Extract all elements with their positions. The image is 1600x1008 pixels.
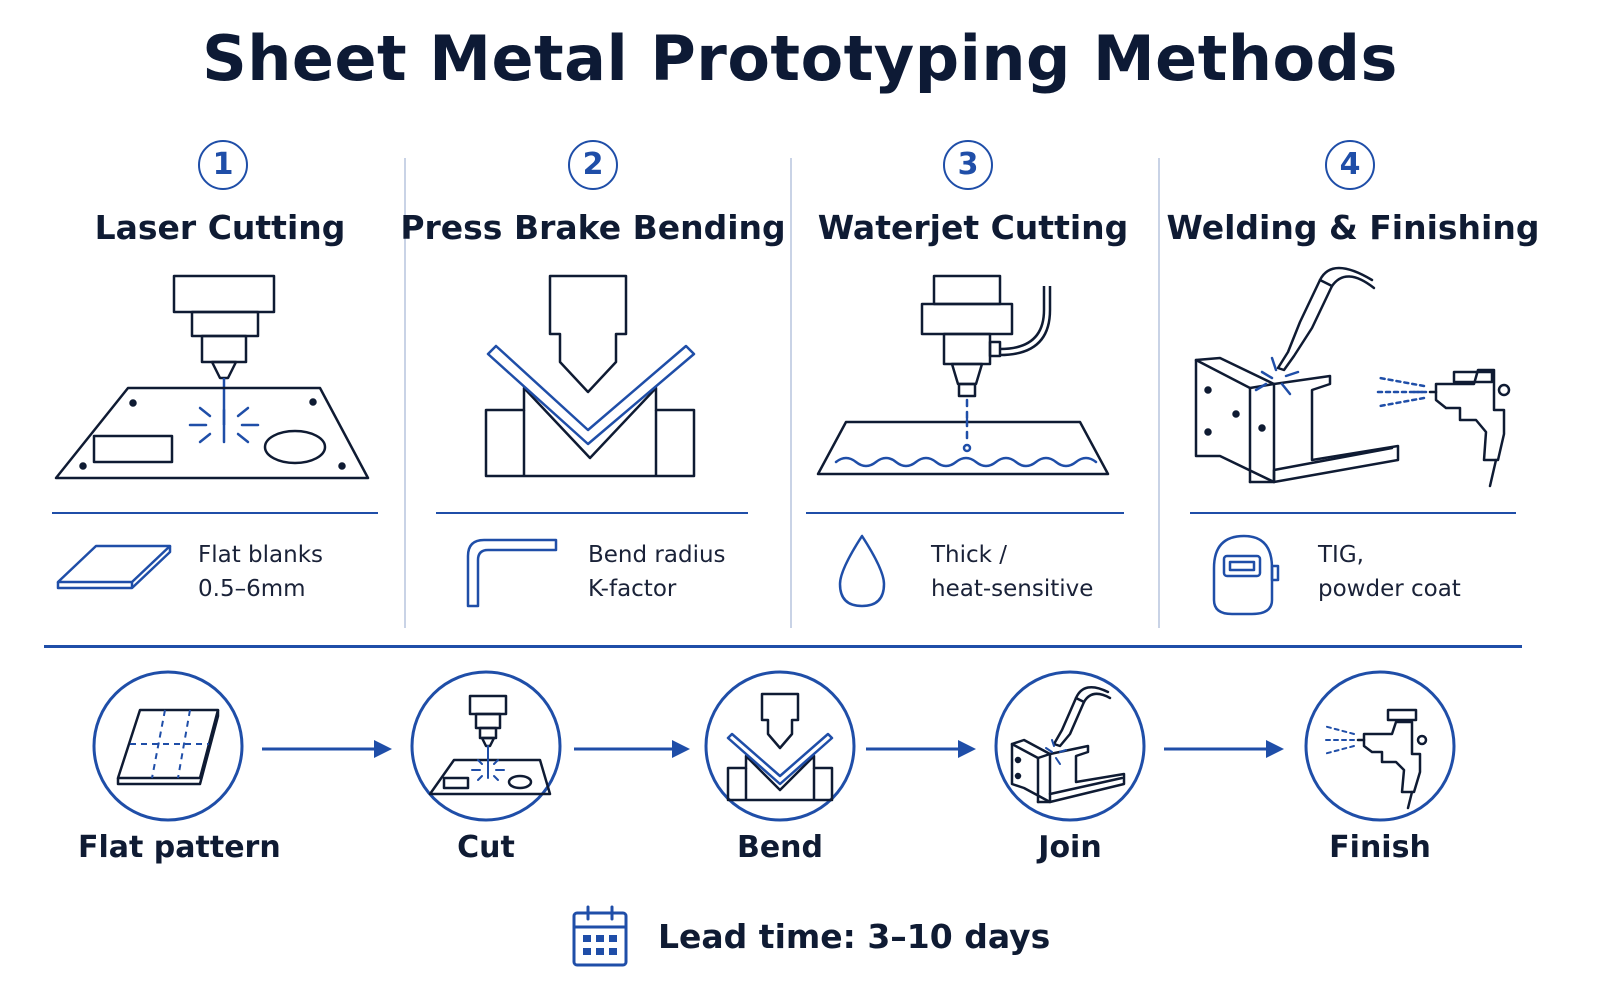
note-line: Bend radius xyxy=(588,542,726,568)
note-line: Thick / xyxy=(931,542,1008,568)
step-label: Flat pattern xyxy=(78,830,281,865)
method-title: Waterjet Cutting xyxy=(817,208,1129,247)
laser-cut-icon xyxy=(410,670,562,822)
method-note: Flat blanks 0.5–6mm xyxy=(198,538,323,606)
method-note: TIG, powder coat xyxy=(1318,538,1461,606)
calendar-icon xyxy=(572,905,628,967)
flow-arrow xyxy=(262,740,392,758)
method-number-badge: 3 xyxy=(943,140,993,190)
method-waterjet-cutting: 3 Waterjet Cutting Thick / heat-sensitiv… xyxy=(780,130,1170,630)
laser-cutter-illustration xyxy=(54,274,370,480)
column-divider xyxy=(790,158,792,628)
welding-helmet-icon xyxy=(1212,534,1280,616)
method-number-badge: 1 xyxy=(198,140,248,190)
method-welding-finishing: 4 Welding & Finishing xyxy=(1160,130,1550,630)
method-divider xyxy=(52,512,378,514)
weld-join-icon xyxy=(994,670,1146,822)
method-number-badge: 2 xyxy=(568,140,618,190)
method-title: Welding & Finishing xyxy=(1166,208,1540,247)
step-label: Bend xyxy=(736,830,824,865)
bend-profile-icon xyxy=(466,538,558,608)
process-step-bend: Bend xyxy=(690,668,870,865)
water-drop-icon xyxy=(838,534,886,608)
step-label: Cut xyxy=(457,830,515,865)
note-line: K-factor xyxy=(588,576,677,602)
welding-finishing-illustration xyxy=(1194,266,1511,488)
method-title: Laser Cutting xyxy=(94,208,346,247)
flow-arrow xyxy=(574,740,690,758)
column-divider xyxy=(404,158,406,628)
method-title: Press Brake Bending xyxy=(400,208,786,247)
step-label: Join xyxy=(1038,830,1102,865)
method-note: Bend radius K-factor xyxy=(588,538,726,606)
lead-time-text: Lead time: 3–10 days xyxy=(658,917,1051,956)
process-step-join: Join xyxy=(980,668,1160,865)
spray-gun-icon xyxy=(1304,670,1456,822)
flow-arrow xyxy=(866,740,976,758)
note-line: powder coat xyxy=(1318,576,1461,602)
flat-pattern-icon xyxy=(92,670,244,822)
page-title: Sheet Metal Prototyping Methods xyxy=(202,22,1398,95)
method-note: Thick / heat-sensitive xyxy=(931,538,1093,606)
section-divider xyxy=(44,645,1522,648)
note-line: heat-sensitive xyxy=(931,576,1094,602)
method-press-brake-bending: 2 Press Brake Bending Bend radius K-fact… xyxy=(400,130,790,630)
method-laser-cutting: 1 Laser Cutting xyxy=(30,130,420,630)
note-line: TIG, xyxy=(1318,542,1364,568)
flow-arrow xyxy=(1164,740,1284,758)
press-brake-illustration xyxy=(484,274,696,478)
column-divider xyxy=(1158,158,1160,628)
process-step-cut: Cut xyxy=(396,668,576,865)
method-divider xyxy=(806,512,1124,514)
waterjet-illustration xyxy=(816,274,1110,476)
step-label: Finish xyxy=(1329,830,1431,865)
note-line: 0.5–6mm xyxy=(198,576,306,602)
process-step-finish: Finish xyxy=(1290,668,1470,865)
note-line: Flat blanks xyxy=(198,542,324,568)
method-divider xyxy=(1190,512,1516,514)
flat-blank-icon xyxy=(56,544,172,590)
process-step-flat-pattern: Flat pattern xyxy=(78,668,281,865)
press-brake-icon xyxy=(704,670,856,822)
method-divider xyxy=(436,512,748,514)
method-number-badge: 4 xyxy=(1325,140,1375,190)
